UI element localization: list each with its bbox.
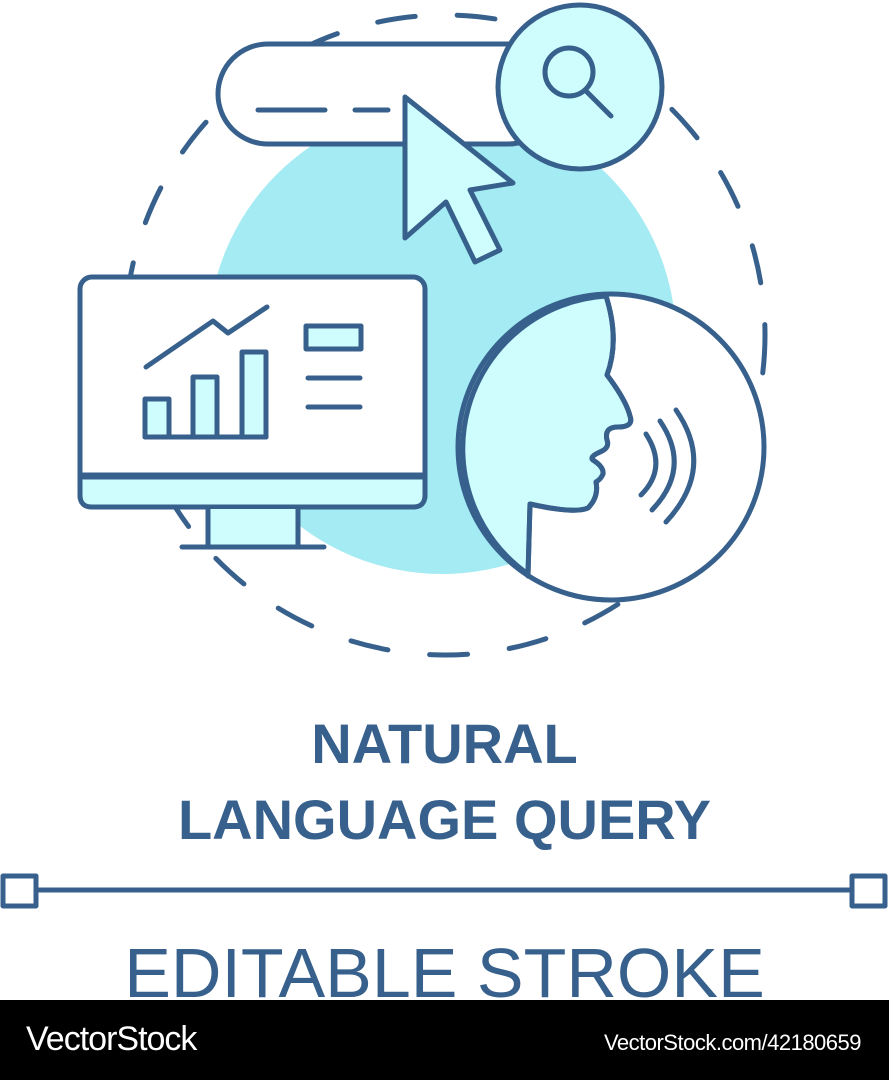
brand-logo: VectorStock — [26, 1020, 197, 1058]
concept-illustration — [0, 2, 888, 909]
subtitle: EDITABLE STROKE — [124, 938, 765, 1000]
watermark-footer: VectorStock VectorStock.com/42180659 — [0, 1000, 889, 1080]
title-line-2: LANGUAGE QUERY — [177, 788, 712, 851]
dashed-ring — [122, 12, 768, 658]
stroke-divider — [0, 873, 888, 909]
search-icon — [495, 2, 665, 172]
speaking-head-icon — [455, 291, 767, 603]
cursor-arrow-icon — [402, 94, 516, 265]
title-line-1: NATURAL — [311, 712, 578, 775]
image-url: VectorStock.com/42180659 — [603, 1030, 862, 1055]
monitor-icon — [77, 274, 428, 550]
